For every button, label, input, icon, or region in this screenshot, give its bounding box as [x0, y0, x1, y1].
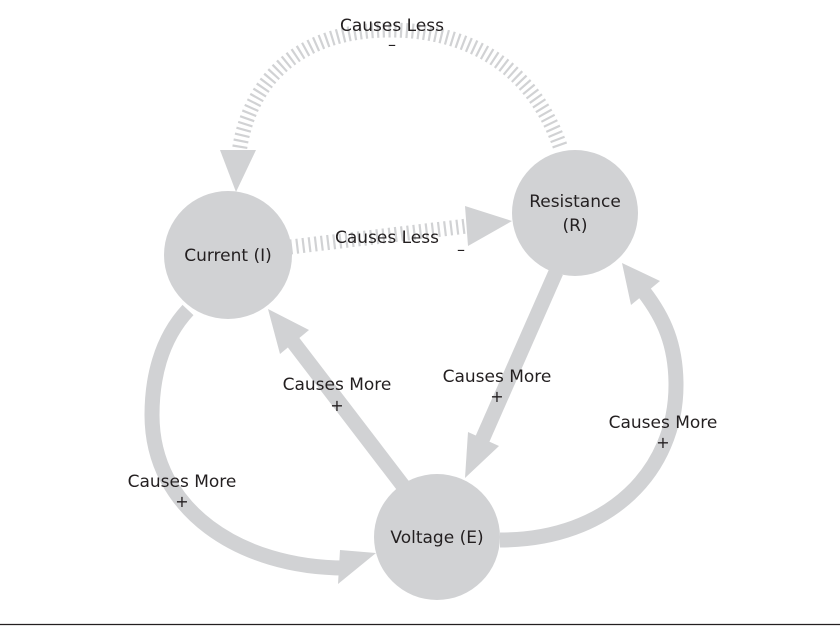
node-voltage-label: Voltage (E): [390, 528, 483, 548]
edge-sign-resistance-to-voltage: +: [490, 387, 503, 406]
edge-current-to-voltage: [144, 304, 376, 584]
edge-sign-current-to-resistance: –: [457, 240, 465, 259]
node-current: Current (I): [164, 191, 292, 319]
edge-label-resistance-to-voltage: Causes More: [443, 367, 552, 387]
node-resistance-label-line2: (R): [562, 216, 587, 236]
node-voltage: Voltage (E): [374, 474, 500, 600]
edge-sign-voltage-to-resistance: +: [656, 433, 669, 452]
node-current-label: Current (I): [184, 246, 272, 266]
node-voltage-circle: [374, 474, 500, 600]
arrowhead-into-current-bottom: [268, 309, 309, 354]
edge-voltage-to-current: [268, 309, 410, 492]
edge-resistance-to-current-top-line: [230, 22, 568, 163]
edge-sign-current-to-voltage: +: [175, 492, 188, 511]
edge-current-to-resistance-line: [289, 217, 477, 255]
edge-resistance-to-voltage-line: [475, 268, 563, 444]
edge-current-to-voltage-line: [144, 304, 346, 576]
node-current-circle: [164, 191, 292, 319]
edge-label-voltage-to-current: Causes More: [283, 375, 392, 395]
edge-label-current-to-voltage: Causes More: [128, 472, 237, 492]
edge-resistance-to-current-top: [220, 22, 568, 192]
arrowhead-into-voltage-top: [465, 432, 499, 478]
edge-label-current-to-resistance: Causes Less: [335, 228, 439, 248]
node-resistance: Resistance (R): [512, 150, 638, 276]
node-resistance-circle: [512, 150, 638, 276]
arrowhead-into-voltage-left: [338, 550, 376, 584]
edge-label-voltage-to-resistance: Causes More: [609, 413, 718, 433]
arrowhead-into-current-top: [220, 150, 256, 192]
edge-sign-resistance-to-current-top: –: [388, 35, 396, 54]
edge-voltage-to-resistance: [499, 263, 684, 548]
edge-resistance-to-voltage: [465, 268, 563, 478]
node-resistance-label-line1: Resistance: [529, 192, 621, 212]
edge-voltage-to-current-line: [284, 333, 410, 492]
edge-voltage-to-resistance-line: [499, 287, 684, 548]
arrowhead-into-resistance-bottom: [622, 263, 660, 305]
arrowhead-into-resistance: [465, 206, 512, 246]
edge-current-to-resistance: [289, 206, 512, 255]
edge-sign-voltage-to-current: +: [330, 396, 343, 415]
edge-label-resistance-to-current-top: Causes Less: [340, 16, 444, 36]
